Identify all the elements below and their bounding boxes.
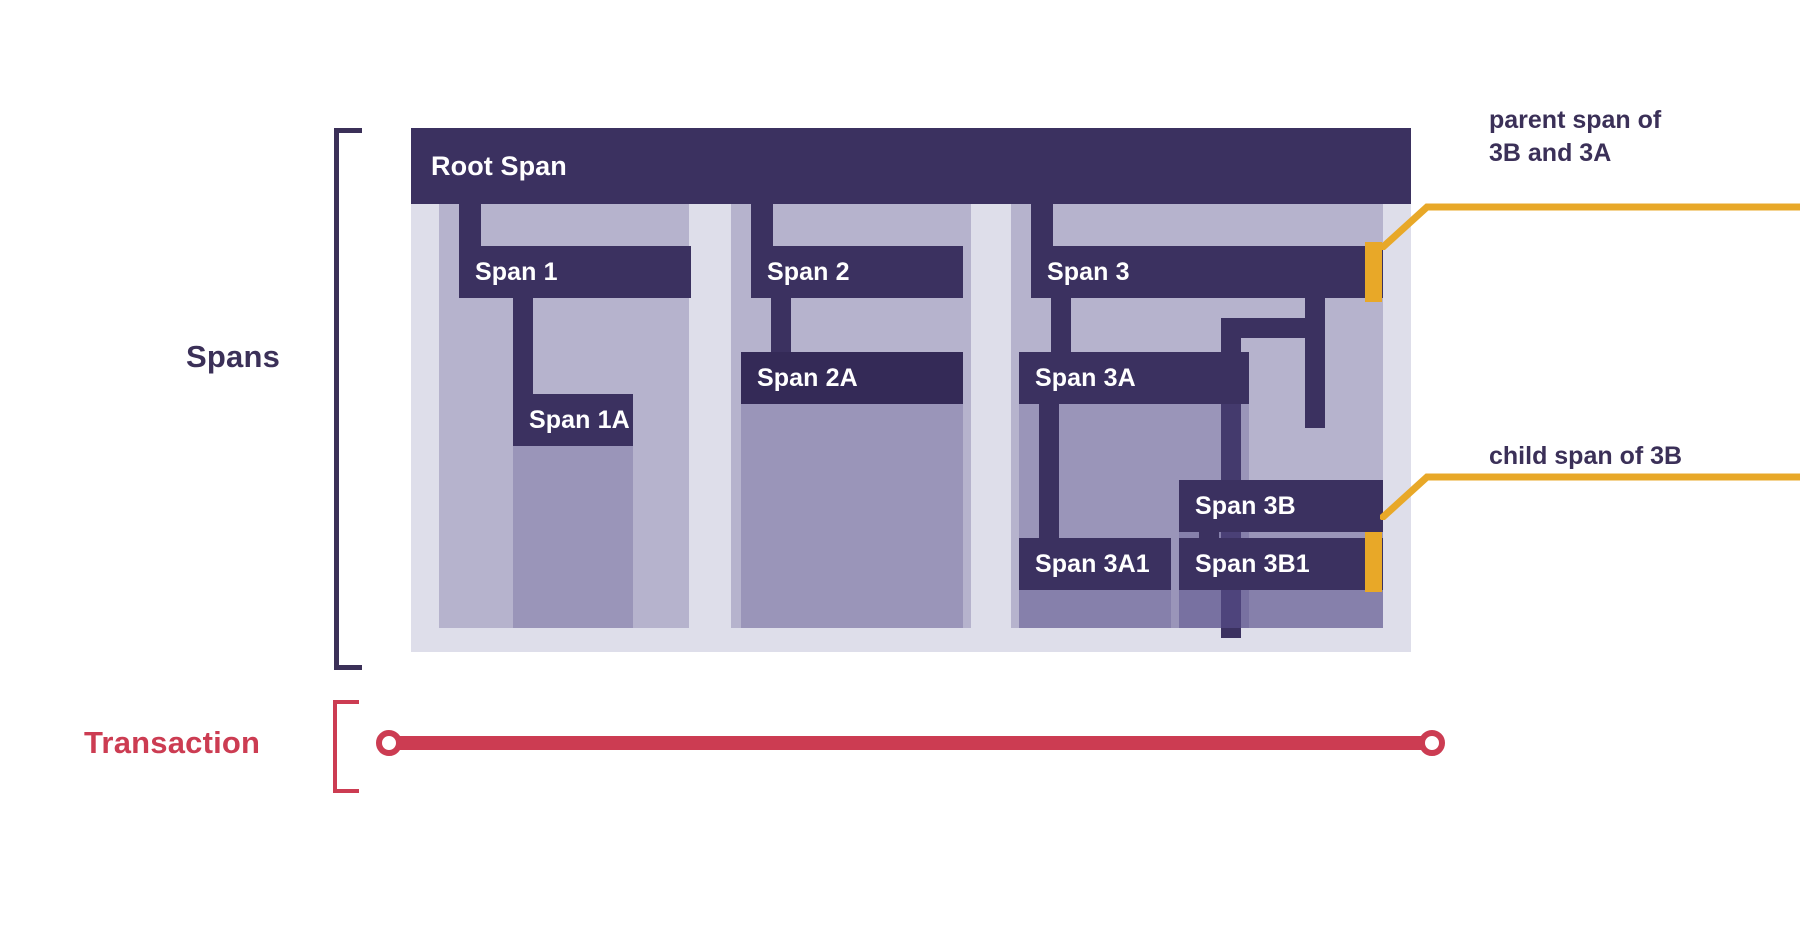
- transaction-start-marker[interactable]: [376, 730, 402, 756]
- annotation-child-span-text: child span of 3B: [1489, 442, 1683, 470]
- spans-panel: Root Span Span 1 Span 1A Span 2 Span 2A …: [411, 128, 1411, 652]
- connector-2-to-2a: [771, 298, 791, 358]
- highlight-marker-parent-span: [1365, 242, 1382, 302]
- span-bar-2[interactable]: Span 2: [751, 246, 963, 298]
- transaction-bracket: [333, 700, 359, 793]
- spans-group-label: Spans: [186, 339, 281, 374]
- span-bar-root[interactable]: Root Span: [411, 128, 1411, 204]
- span-bar-3a1[interactable]: Span 3A1: [1019, 538, 1171, 590]
- span-bar-2a[interactable]: Span 2A: [741, 352, 963, 404]
- spans-bracket: [334, 128, 362, 670]
- annotation-parent-span-leader-line: [1380, 203, 1800, 250]
- connector-3a-to-3a1: [1039, 404, 1059, 544]
- transaction-duration-bar[interactable]: [383, 736, 1438, 750]
- span-bar-1a[interactable]: Span 1A: [513, 394, 633, 446]
- span-bar-3b1[interactable]: Span 3B1: [1179, 538, 1383, 590]
- transaction-end-marker[interactable]: [1419, 730, 1445, 756]
- annotation-child-span-leader-line: [1380, 473, 1800, 520]
- span-bar-3b[interactable]: Span 3B: [1179, 480, 1383, 532]
- span-bar-1[interactable]: Span 1: [459, 246, 691, 298]
- highlight-marker-child-span: [1365, 532, 1382, 592]
- connector-root-to-2: [751, 204, 773, 248]
- transaction-group-label: Transaction: [84, 725, 261, 760]
- span-bar-3[interactable]: Span 3: [1031, 246, 1383, 298]
- connector-3-to-3b-horiz: [1221, 318, 1325, 338]
- annotation-parent-span-text: parent span of 3B and 3A: [1489, 106, 1662, 167]
- connector-3-to-3a: [1051, 298, 1071, 358]
- span-bar-3a[interactable]: Span 3A: [1019, 352, 1249, 404]
- connector-root-to-3: [1031, 204, 1053, 248]
- connector-root-to-1: [459, 204, 481, 248]
